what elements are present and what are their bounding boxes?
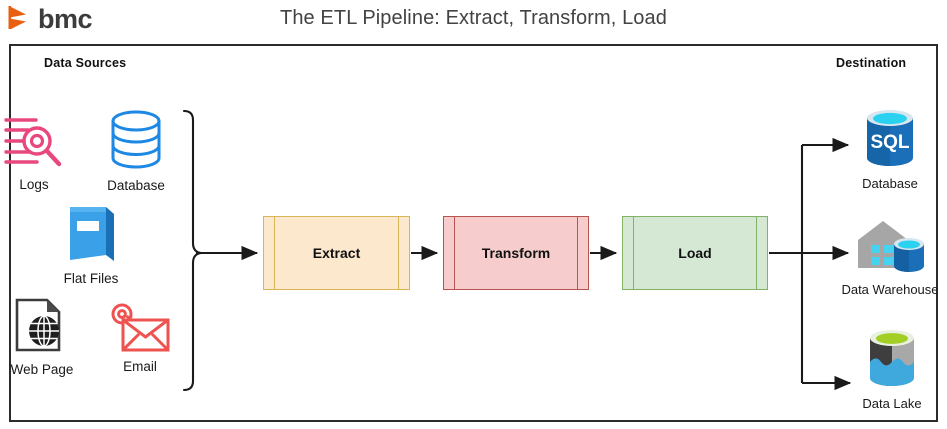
source-node-logs[interactable]: Logs [3, 113, 65, 193]
process-bar-right [756, 217, 757, 289]
process-load[interactable]: Load [622, 216, 768, 290]
source-label-web-page: Web Page [10, 362, 74, 377]
process-label-load: Load [678, 245, 712, 261]
magnifier-lines-icon [4, 113, 64, 176]
data-lake-icon [860, 328, 924, 395]
destination-node-sql-database[interactable]: SQL Database [850, 108, 930, 191]
process-extract[interactable]: Extract [263, 216, 410, 290]
process-label-transform: Transform [481, 245, 551, 261]
process-label-extract: Extract [312, 245, 361, 261]
process-transform[interactable]: Transform [443, 216, 589, 290]
bmc-logo: bmc [8, 3, 93, 37]
page-title: The ETL Pipeline: Extract, Transform, Lo… [280, 7, 667, 29]
database-cylinder-icon [103, 108, 169, 177]
destination-node-data-lake[interactable]: Data Lake [852, 328, 932, 411]
source-node-web-page[interactable]: Web Page [2, 298, 82, 378]
bmc-wordmark: bmc [38, 3, 93, 34]
destination-label: Destination [836, 56, 907, 70]
source-label-email: Email [123, 359, 157, 374]
process-bar-left [633, 217, 634, 289]
envelope-at-icon [109, 303, 171, 358]
destination-label-data-lake: Data Lake [862, 396, 922, 411]
svg-text:SQL: SQL [870, 132, 909, 153]
process-bar-right [577, 217, 578, 289]
source-label-database: Database [107, 178, 165, 193]
process-bar-right [398, 217, 399, 289]
destination-label-data-warehouse: Data Warehouse [841, 282, 939, 297]
bmc-chevron-logo-icon [8, 4, 34, 37]
warehouse-icon [850, 218, 930, 281]
sql-database-icon: SQL [858, 108, 922, 175]
source-node-flat-files[interactable]: Flat Files [54, 203, 128, 287]
source-label-flat-files: Flat Files [63, 271, 119, 286]
header: bmc The ETL Pipeline: Extract, Transform… [0, 0, 947, 42]
destination-label-sql-database: Database [862, 176, 918, 191]
source-label-logs: Logs [19, 177, 49, 192]
source-node-database[interactable]: Database [100, 108, 172, 194]
book-icon [62, 203, 120, 270]
data-sources-label: Data Sources [44, 56, 127, 70]
process-bar-left [274, 217, 275, 289]
process-bar-left [454, 217, 455, 289]
document-globe-icon [11, 298, 73, 361]
destination-node-data-warehouse[interactable]: Data Warehouse [840, 218, 940, 297]
source-node-email[interactable]: Email [105, 303, 175, 375]
